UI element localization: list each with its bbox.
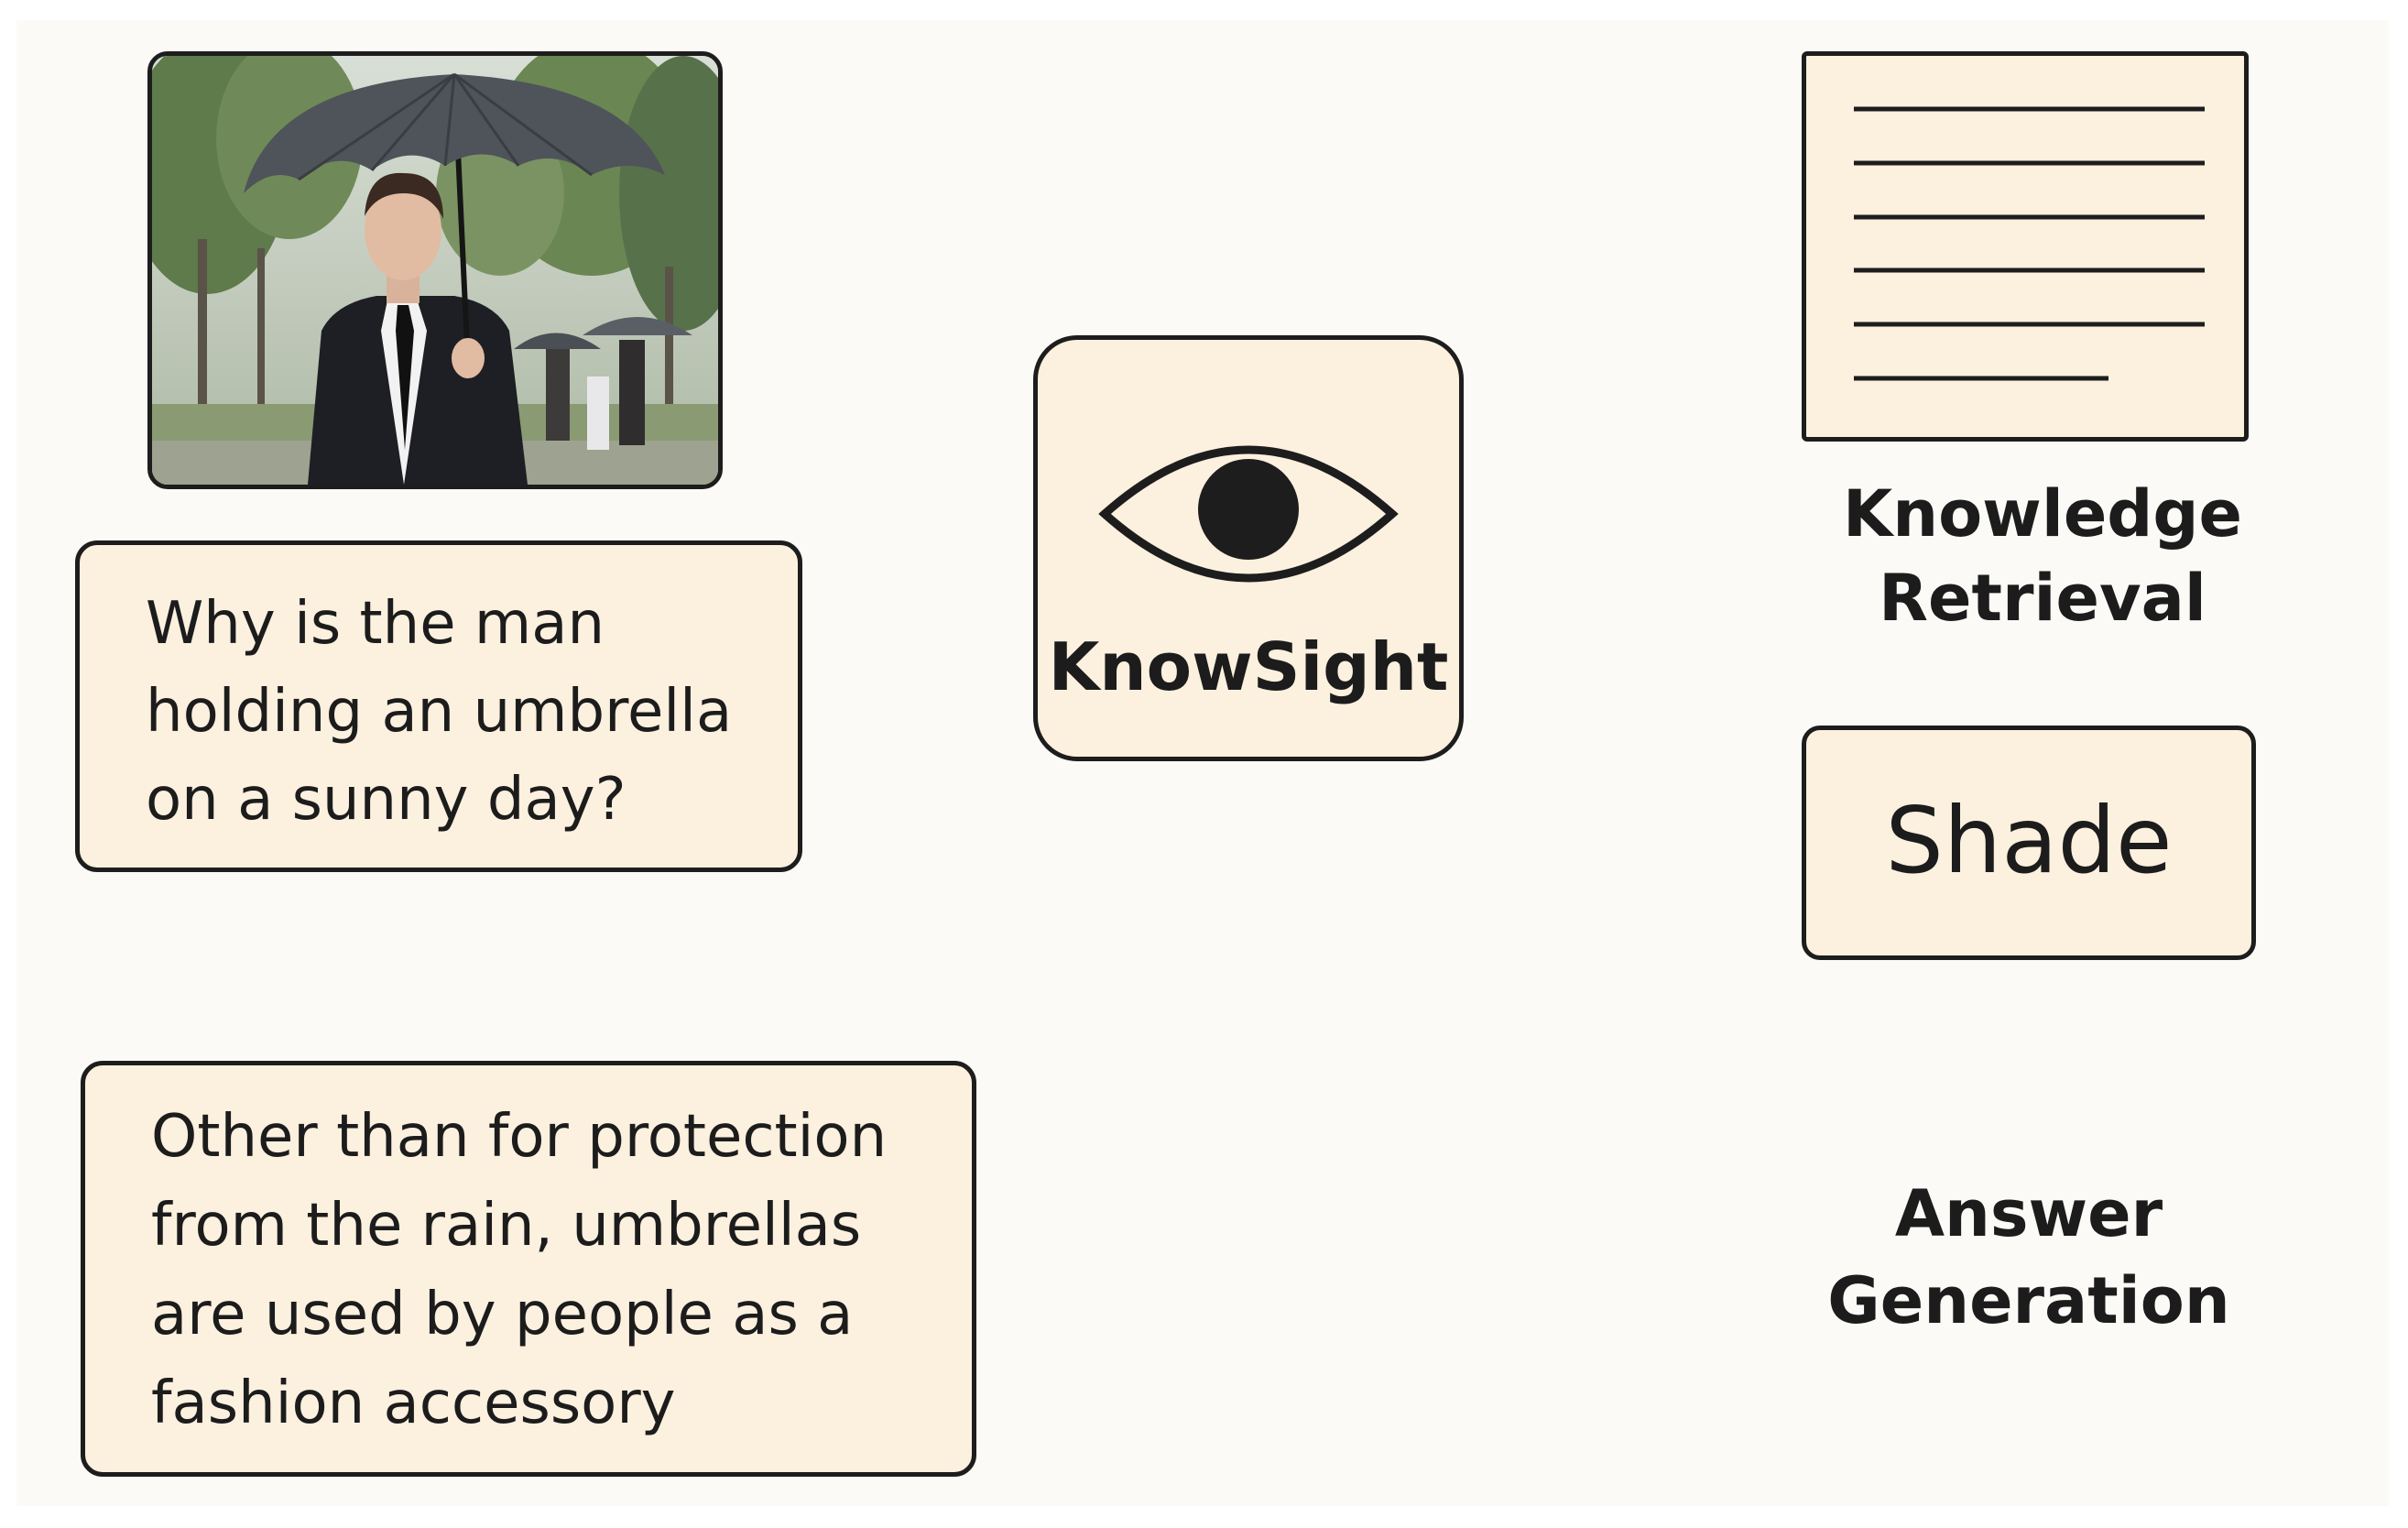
knowsight-label: KnowSight <box>1048 628 1449 705</box>
question-text: Why is the man holding an umbrella on a … <box>146 590 733 834</box>
shade-node: Shade <box>1802 726 2256 960</box>
question-box: Why is the man holding an umbrella on a … <box>75 540 802 872</box>
shade-label: Shade <box>1885 787 2173 894</box>
knowledge-text: Other than for protection from the rain,… <box>151 1103 888 1437</box>
document-lines-icon <box>1854 106 2205 381</box>
answer-generation-label: Answer Generation <box>1827 1176 2230 1338</box>
knowsight-node: KnowSight <box>1033 335 1464 761</box>
input-image <box>147 51 723 489</box>
knowledge-retrieval-label: Knowledge Retrieval <box>1843 476 2242 636</box>
man-with-umbrella-photo <box>152 56 718 485</box>
retrieval-document <box>1802 51 2249 442</box>
knowledge-text-box: Other than for protection from the rain,… <box>81 1061 976 1477</box>
eye-icon <box>1098 445 1399 583</box>
